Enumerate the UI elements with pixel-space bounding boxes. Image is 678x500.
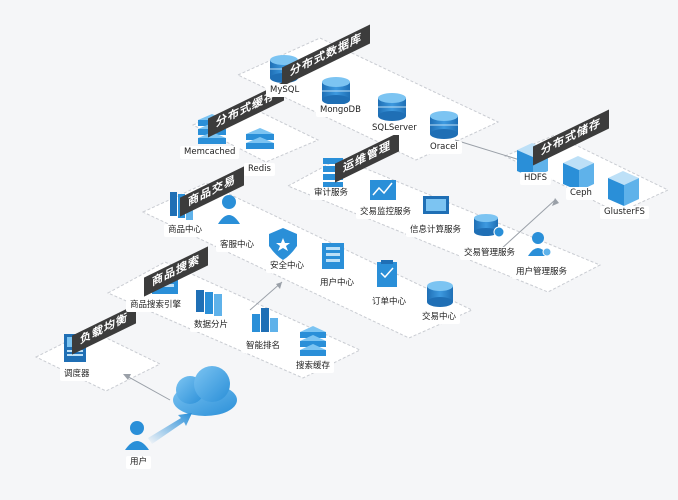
connector-ops-storage xyxy=(499,199,556,251)
data-shard-icon xyxy=(196,290,222,316)
node-label-data-shard: 数据分片 xyxy=(190,319,233,332)
ranking-bars-icon xyxy=(252,308,278,332)
server-stack-icon xyxy=(246,128,274,149)
node-label-order-center: 订单中心 xyxy=(368,296,411,309)
connector-search-trade xyxy=(249,281,283,311)
database-icon xyxy=(322,77,350,105)
monitor-chart-icon xyxy=(370,180,396,200)
arrowhead-icon xyxy=(123,374,131,380)
storage-box-icon xyxy=(608,171,639,206)
customer-service-icon xyxy=(218,195,240,224)
node-label-trade-center: 交易中心 xyxy=(418,311,461,324)
display-icon xyxy=(423,196,449,214)
node-label-customer-service: 客服中心 xyxy=(216,239,259,252)
connector-user-lb xyxy=(124,374,171,401)
node-label-user-center: 用户中心 xyxy=(316,277,359,290)
database-gear-icon xyxy=(474,214,505,238)
arrowhead-icon xyxy=(552,198,559,206)
shield-icon xyxy=(269,228,297,260)
user-gear-icon xyxy=(528,232,552,257)
server-stack-icon xyxy=(300,326,326,356)
node-label-scheduler: 调度器 xyxy=(60,368,94,381)
node-label-memcached: Memcached xyxy=(180,146,240,159)
node-label-hdfs: HDFS xyxy=(520,172,552,185)
node-label-redis: Redis xyxy=(244,163,275,176)
node-label-mongodb: MongoDB xyxy=(316,104,365,117)
node-label-trade-manage: 交易管理服务 xyxy=(460,247,520,260)
arrowhead-icon xyxy=(276,282,282,289)
node-label-search-cache: 搜索缓存 xyxy=(292,360,335,373)
storage-box-icon xyxy=(563,156,594,191)
node-label-sqlserver: SQLServer xyxy=(368,122,421,135)
node-label-smart-rank: 智能排名 xyxy=(242,340,285,353)
node-label-security-center: 安全中心 xyxy=(266,260,309,273)
node-label-search-engine: 商品搜索引擎 xyxy=(126,299,186,312)
user-person-icon xyxy=(125,421,149,450)
node-label-glusterfs: GlusterFS xyxy=(600,206,649,219)
cloud-icon xyxy=(173,366,237,416)
server-stack-icon xyxy=(323,158,343,188)
node-label-mysql: MySQL xyxy=(266,84,304,97)
node-label-user-manage: 用户管理服务 xyxy=(512,266,572,279)
connector-db-storage xyxy=(454,139,521,161)
node-label-ceph: Ceph xyxy=(566,187,596,200)
user-card-icon xyxy=(322,243,344,269)
node-label-info-compute: 信息计算服务 xyxy=(406,224,466,237)
node-label-audit: 审计服务 xyxy=(310,187,353,200)
database-icon xyxy=(430,111,458,139)
clipboard-icon xyxy=(377,260,397,287)
node-label-oracel: Oracel xyxy=(426,141,462,154)
node-label-user: 用户 xyxy=(126,456,152,469)
database-icon xyxy=(378,93,406,121)
node-label-product-center: 商品中心 xyxy=(164,224,207,237)
node-label-trade-monitor: 交易监控服务 xyxy=(356,206,416,219)
database-icon xyxy=(427,281,453,307)
request-arrow-icon xyxy=(148,413,192,444)
